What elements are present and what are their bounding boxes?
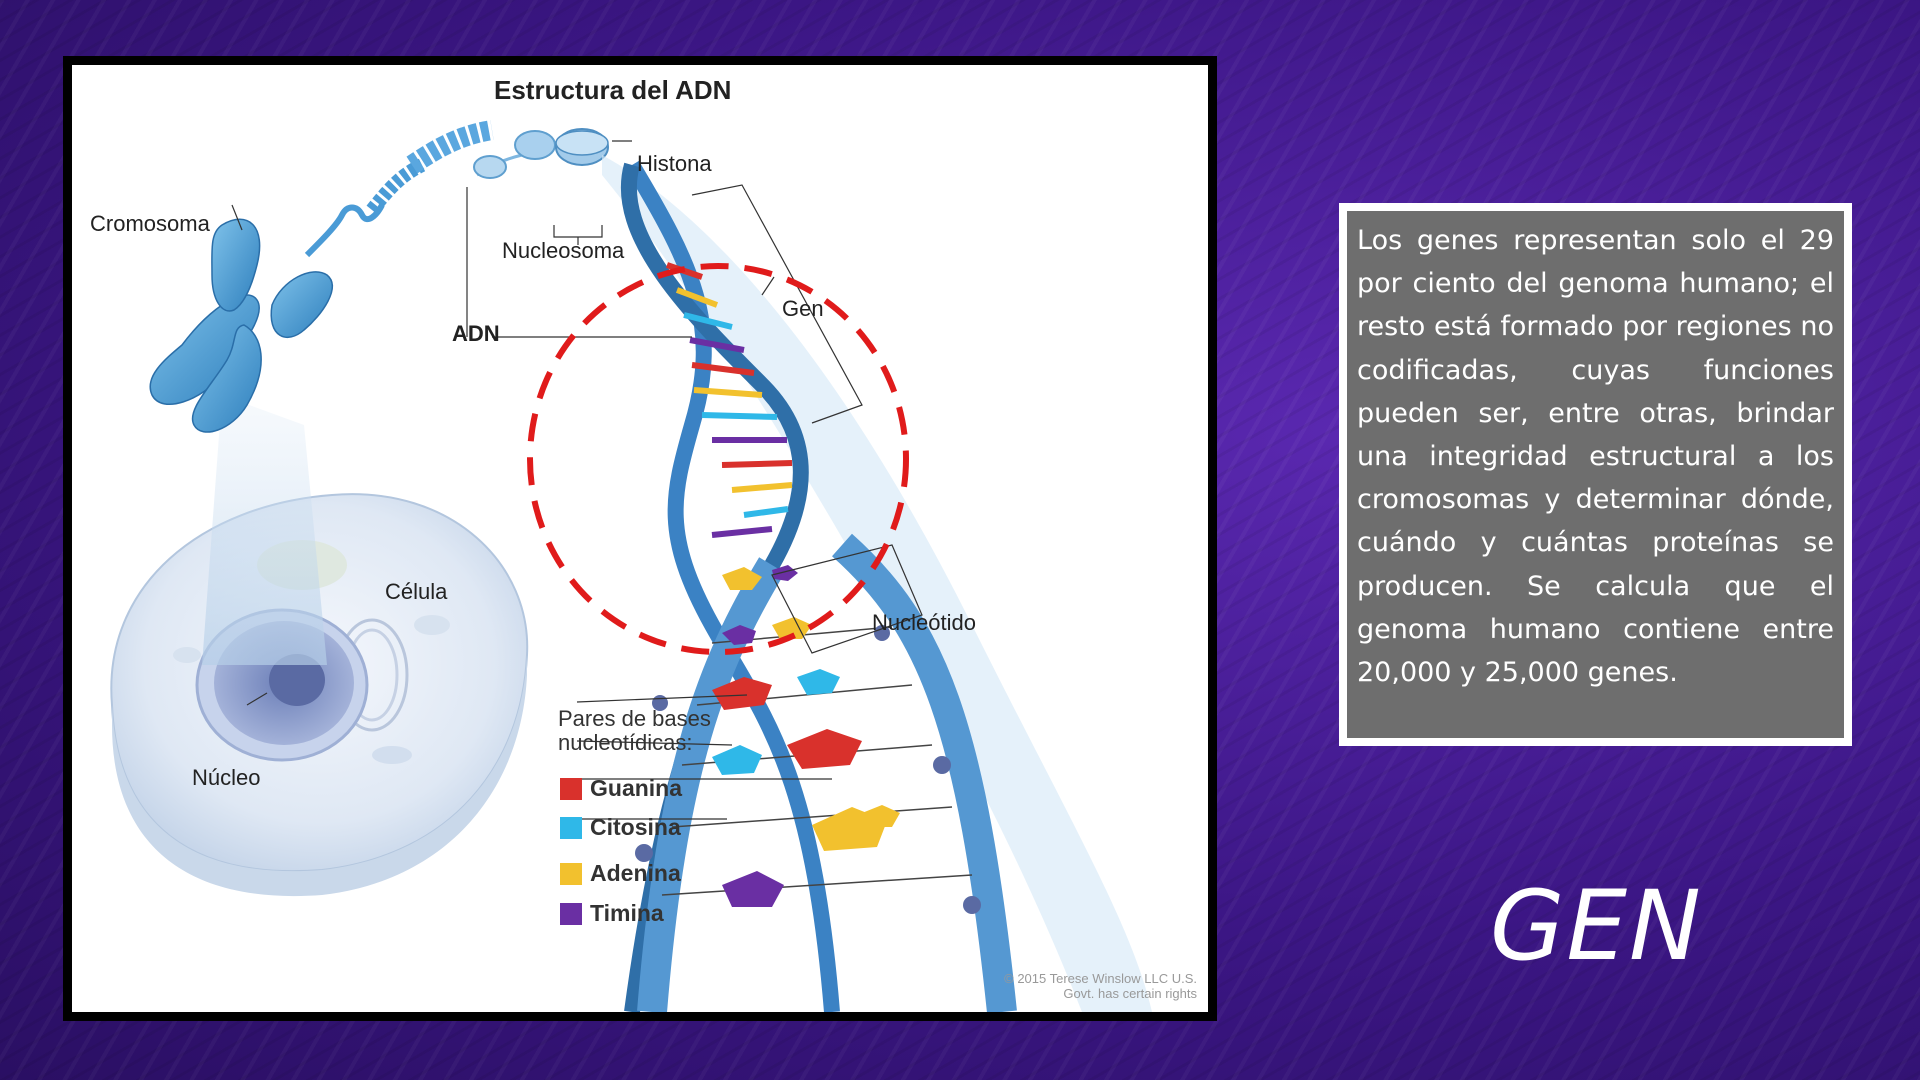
chromatin-fiber bbox=[304, 120, 494, 258]
dna-structure-figure: Estructura del ADN Cromosoma Histona Nuc… bbox=[63, 56, 1217, 1021]
legend-label-adenina: Adenina bbox=[590, 860, 681, 886]
gene-highlight-circle bbox=[527, 263, 909, 655]
label-cromosoma: Cromosoma bbox=[90, 211, 210, 236]
legend-swatch-citosina bbox=[560, 817, 582, 839]
label-nucleosoma: Nucleosoma bbox=[502, 238, 625, 263]
info-paragraph: Los genes representan solo el 29 por cie… bbox=[1357, 225, 1834, 689]
magnification-cone bbox=[202, 395, 327, 665]
legend-label-guanina: Guanina bbox=[590, 775, 683, 801]
info-text-box: Los genes representan solo el 29 por cie… bbox=[1339, 203, 1852, 746]
diagram-title: Estructura del ADN bbox=[494, 75, 732, 105]
label-histona: Histona bbox=[637, 151, 712, 176]
dna-illustration bbox=[110, 120, 1152, 1012]
legend-swatch-guanina bbox=[560, 778, 582, 800]
label-gen: Gen bbox=[782, 296, 824, 321]
label-adn: ADN bbox=[452, 321, 500, 346]
legend-swatch-adenina bbox=[560, 863, 582, 885]
label-nucleo: Núcleo bbox=[192, 765, 261, 790]
label-nucleotido: Nucleótido bbox=[872, 610, 976, 635]
legend-label-citosina: Citosina bbox=[590, 814, 681, 840]
dna-helix bbox=[602, 155, 1152, 1012]
legend-swatch-timina bbox=[560, 903, 582, 925]
legend-heading: Pares de bases nucleotídicas: bbox=[558, 706, 711, 755]
label-celula: Célula bbox=[385, 579, 448, 604]
info-text-panel: Los genes representan solo el 29 por cie… bbox=[1347, 211, 1844, 738]
diagram-canvas: Estructura del ADN Cromosoma Histona Nuc… bbox=[72, 65, 1208, 1012]
leader-lines bbox=[231, 140, 923, 820]
chromosome-illustration bbox=[149, 218, 333, 433]
image-credit: © 2015 Terese Winslow LLC U.S. Govt. has… bbox=[1004, 971, 1197, 1001]
slide-title: GEN bbox=[1490, 870, 1703, 982]
nucleosome-beads bbox=[473, 128, 609, 179]
legend-label-timina: Timina bbox=[590, 900, 664, 926]
